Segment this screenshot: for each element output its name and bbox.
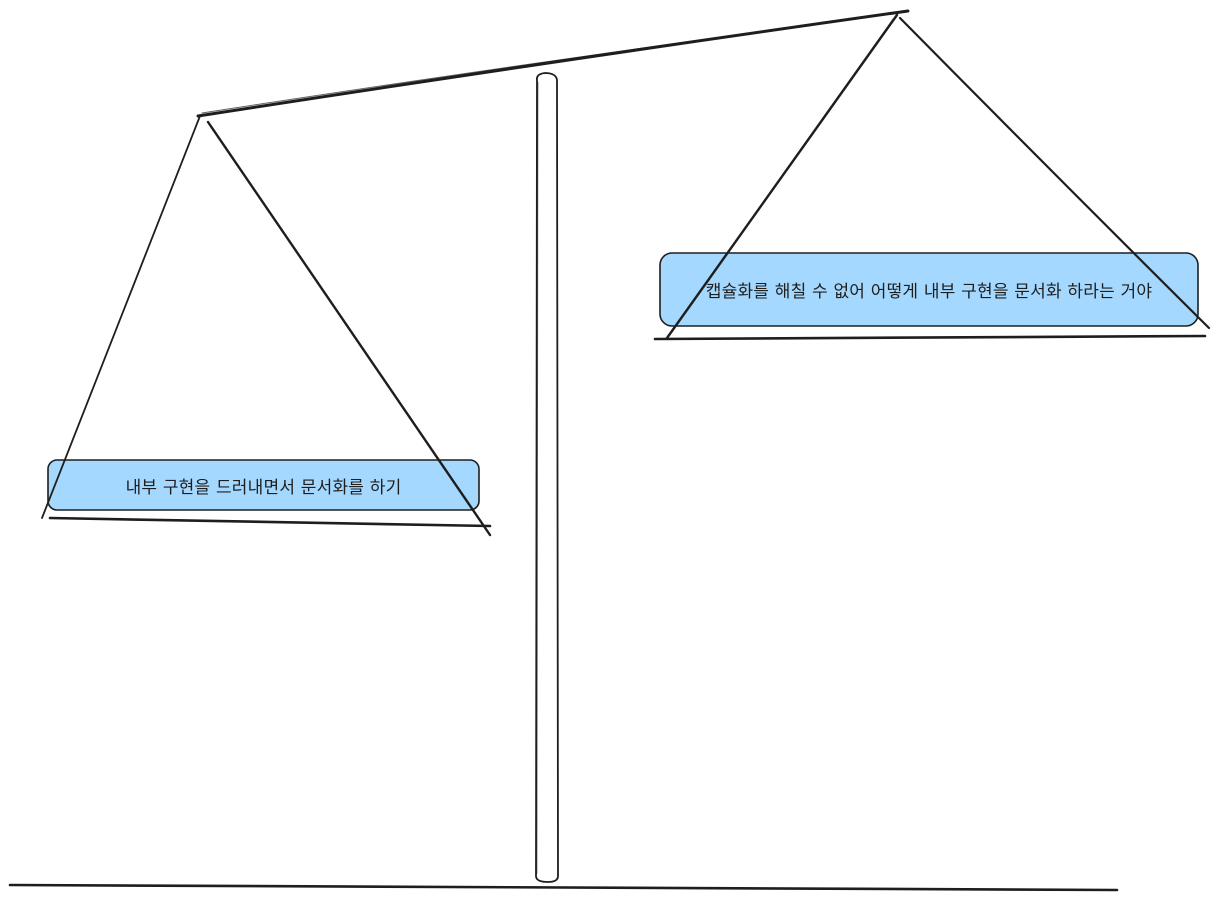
- balance-beam-sketch: [201, 11, 906, 114]
- left-pan-base: [48, 516, 492, 528]
- right-string-left: [665, 13, 899, 340]
- central-pillar: [535, 72, 559, 883]
- right-pan-label: 캡슐화를 해칠 수 없어 어떻게 내부 구현을 문서화 하라는 거야: [705, 282, 1153, 302]
- right-string-right: [898, 16, 1211, 330]
- left-pan-box: [47, 459, 480, 511]
- ground-line: [8, 883, 1119, 892]
- left-string-inner-sketch: [210, 125, 487, 529]
- right-pan-box: [659, 252, 1199, 327]
- central-pillar-sketch: [536, 81, 539, 875]
- left-string-outer: [41, 115, 201, 519]
- right-pan-base: [653, 334, 1207, 341]
- right-string-left-sketch: [669, 18, 894, 334]
- left-pan-label: 내부 구현을 드러내면서 문서화를 하기: [125, 477, 402, 498]
